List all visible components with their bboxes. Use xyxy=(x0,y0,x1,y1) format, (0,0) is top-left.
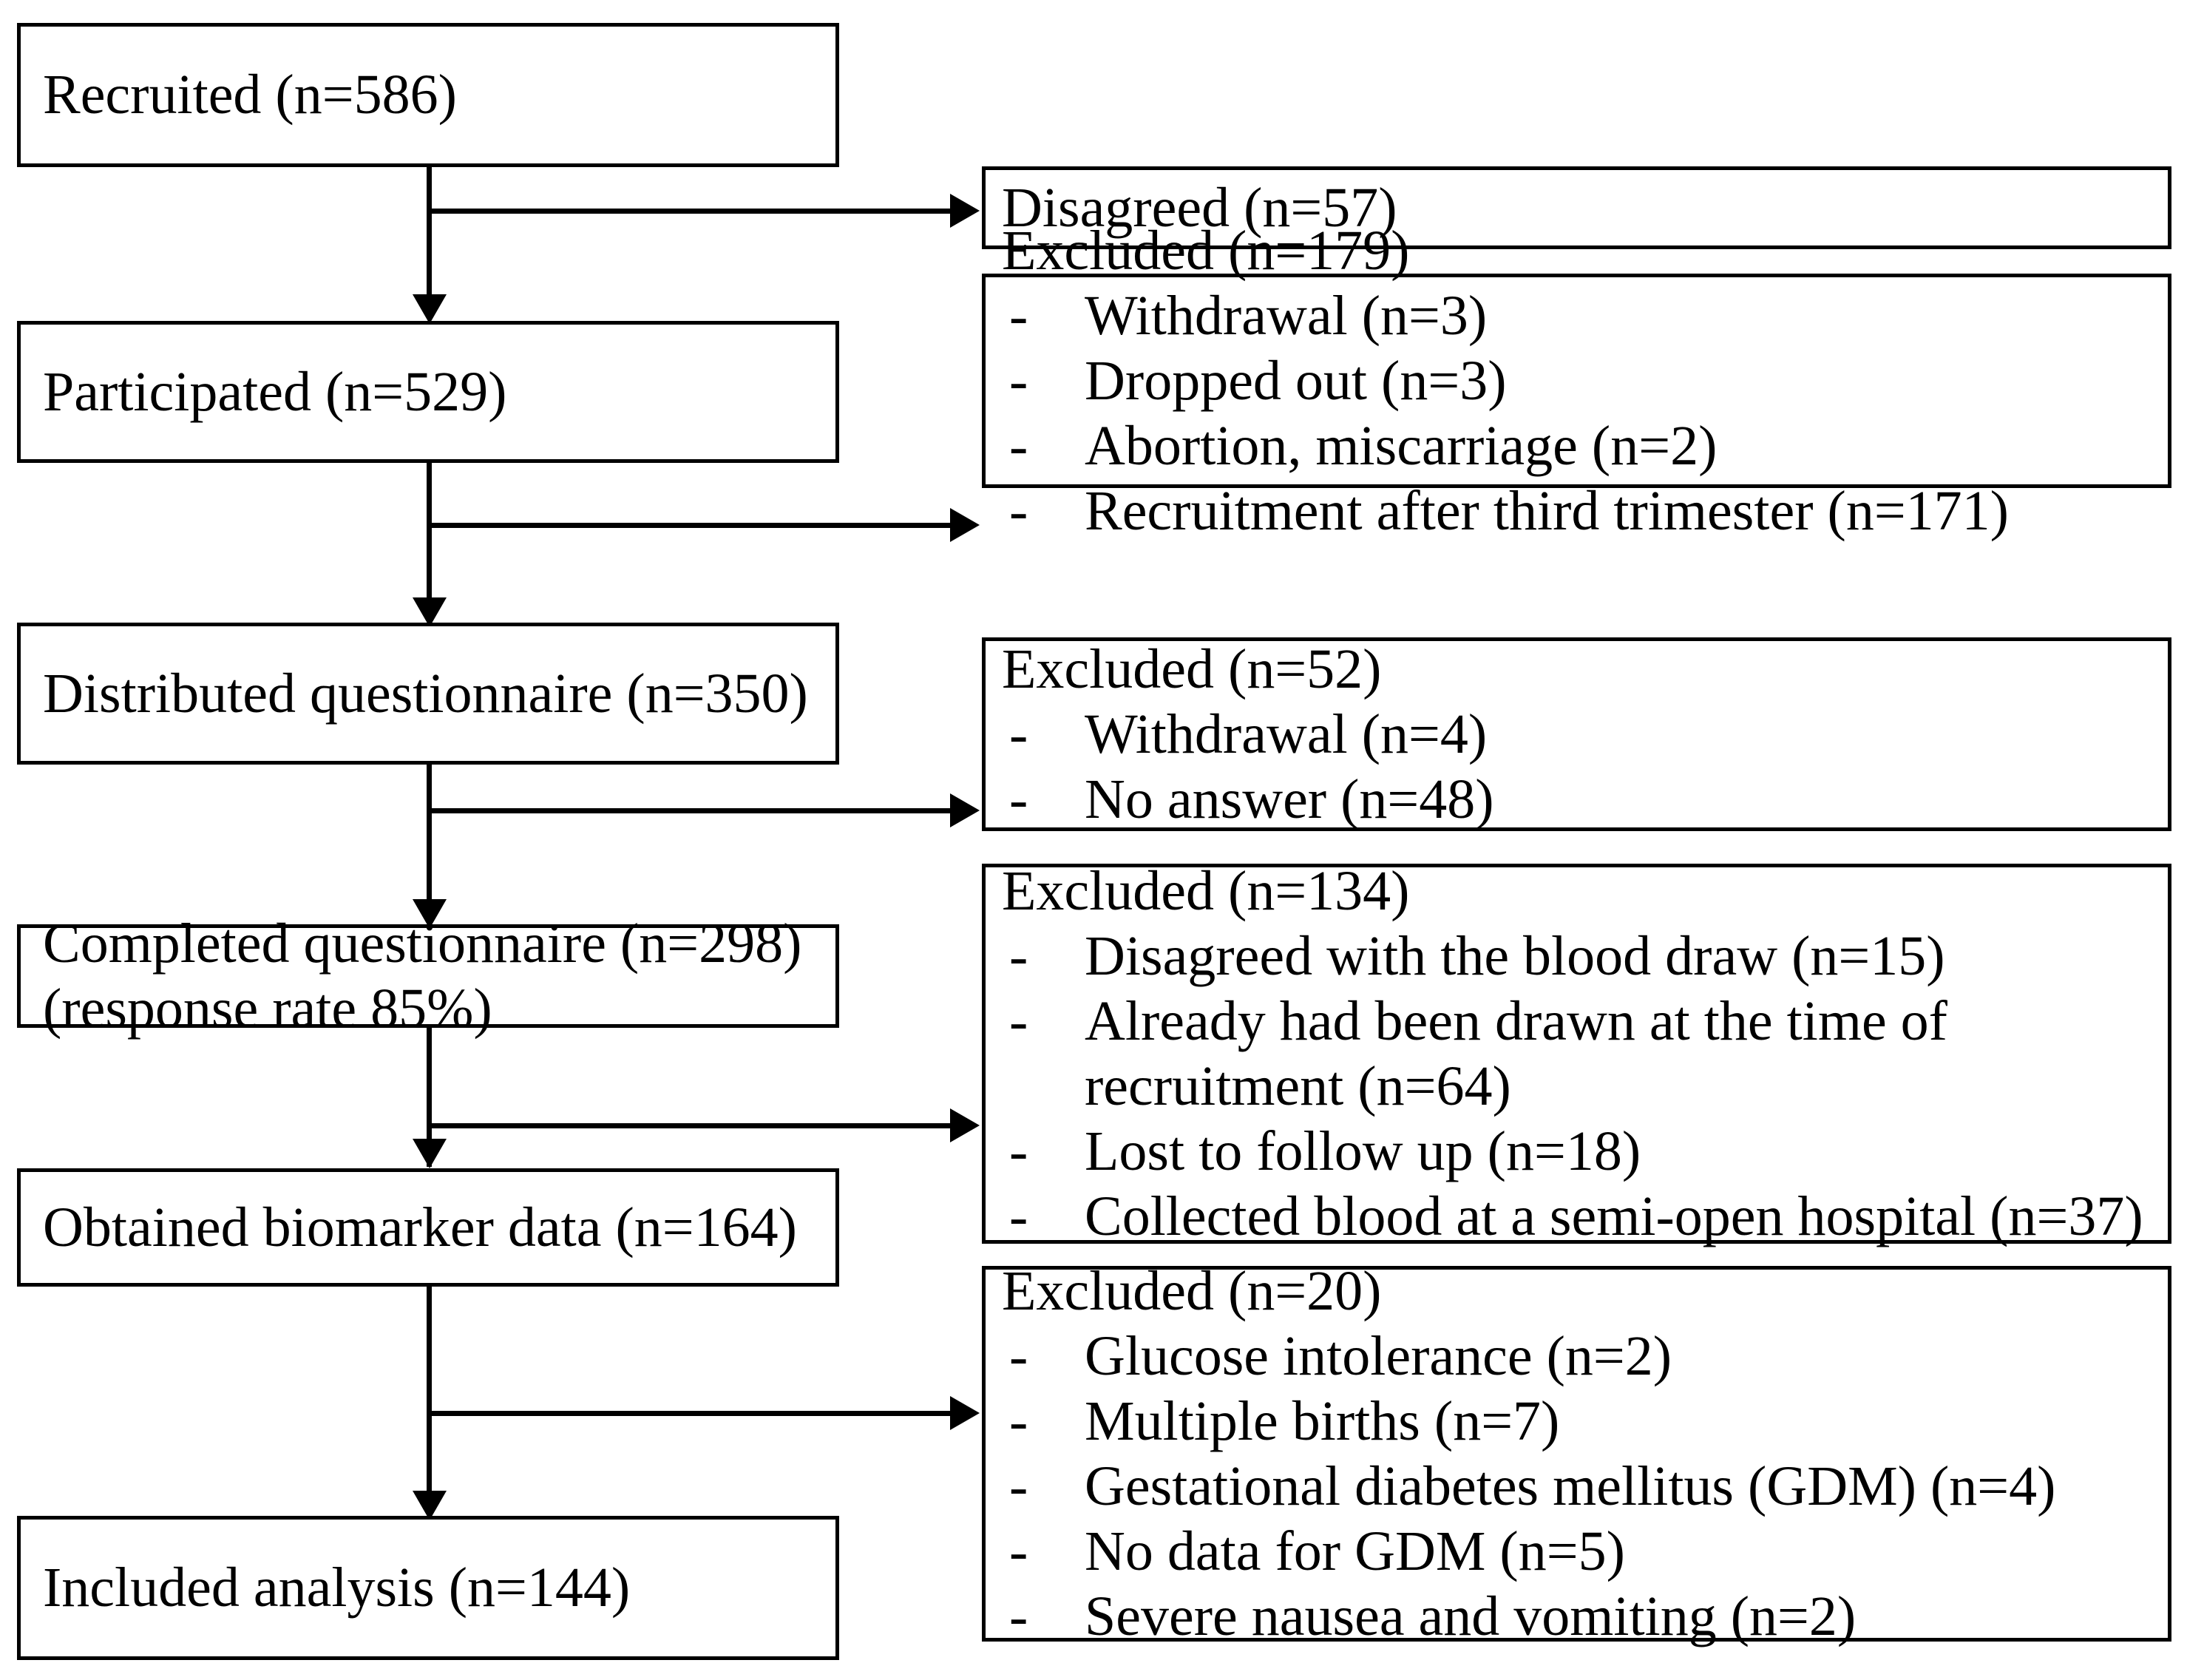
exclusion-node-excluded-179-list: -Withdrawal (n=3) -Dropped out (n=3) -Ab… xyxy=(986,283,2168,544)
connector-biomarker-to-included xyxy=(427,1285,432,1514)
exclusion-item-label: Lost to follow up (n=18) xyxy=(1085,1120,1641,1183)
flow-node-obtained-biomarker-data[interactable]: Obtained biomarker data (n=164) xyxy=(17,1168,839,1287)
exclusion-node-disagreed[interactable]: Disagreed (n=57) xyxy=(982,166,2171,249)
bullet-dash-icon: - xyxy=(1009,1585,1028,1648)
exclusion-item-label: Collected blood at a semi-open hospital … xyxy=(1085,1185,2143,1248)
exclusion-item: -Disagreed with the blood draw (n=15) xyxy=(1002,924,2157,989)
exclusion-item: -Already had been drawn at the time of r… xyxy=(1002,989,2157,1119)
exclusion-node-excluded-134-list: -Disagreed with the blood draw (n=15) -A… xyxy=(986,924,2168,1250)
bullet-dash-icon: - xyxy=(1009,1324,1028,1387)
flow-node-participated-label: Participated (n=529) xyxy=(43,360,507,423)
flow-node-recruited[interactable]: Recruited (n=586) xyxy=(17,23,839,167)
exclusion-node-excluded-134[interactable]: Excluded (n=134) -Disagreed with the blo… xyxy=(982,860,2171,1247)
bullet-dash-icon: - xyxy=(1009,284,1028,347)
exclusion-node-excluded-179[interactable]: Excluded (n=179) -Withdrawal (n=3) -Drop… xyxy=(982,220,2171,542)
arrowhead-excluded52 xyxy=(950,793,980,827)
exclusion-item: -Glucose intolerance (n=2) xyxy=(1002,1324,2157,1389)
bullet-dash-icon: - xyxy=(1009,1520,1028,1583)
exclusion-node-excluded-52[interactable]: Excluded (n=52) -Withdrawal (n=4) -No an… xyxy=(982,637,2171,831)
connector-biomarker-to-excluded20 xyxy=(427,1411,952,1416)
arrowhead-included xyxy=(413,1491,447,1520)
exclusion-item-label: Glucose intolerance (n=2) xyxy=(1085,1324,1672,1387)
exclusion-item: -Withdrawal (n=3) xyxy=(1002,283,2157,348)
connector-participated-to-distributed xyxy=(427,462,432,621)
bullet-dash-icon: - xyxy=(1009,1389,1028,1452)
arrowhead-participated xyxy=(413,294,447,324)
exclusion-item: -Dropped out (n=3) xyxy=(1002,348,2157,413)
exclusion-node-excluded-20-list: -Glucose intolerance (n=2) -Multiple bir… xyxy=(986,1324,2168,1650)
exclusion-item: -Abortion, miscarriage (n=2) xyxy=(1002,413,2157,478)
exclusion-item-label: Already had been drawn at the time of re… xyxy=(1085,989,1947,1117)
bullet-dash-icon: - xyxy=(1009,480,1028,543)
arrowhead-distributed xyxy=(413,597,447,627)
exclusion-item: -Collected blood at a semi-open hospital… xyxy=(1002,1184,2157,1249)
connector-distributed-to-excluded52 xyxy=(427,808,952,813)
exclusion-item-label: Dropped out (n=3) xyxy=(1085,349,1507,412)
arrowhead-excluded20 xyxy=(950,1396,980,1430)
connector-recruited-to-disagreed xyxy=(427,209,952,214)
flow-node-recruited-label: Recruited (n=586) xyxy=(43,64,457,126)
exclusion-item-label: Abortion, miscarriage (n=2) xyxy=(1085,415,1718,478)
exclusion-item: -No answer (n=48) xyxy=(1002,767,2157,832)
arrowhead-biomarker xyxy=(413,1139,447,1168)
arrowhead-excluded179 xyxy=(950,508,980,542)
bullet-dash-icon: - xyxy=(1009,989,1028,1052)
flow-node-completed-questionnaire-label: Completed questionnaire (n=298) (respons… xyxy=(43,912,802,1040)
exclusion-node-excluded-20-title: Excluded (n=20) xyxy=(1002,1259,1382,1322)
exclusion-item-label: No data for GDM (n=5) xyxy=(1085,1520,1625,1583)
arrowhead-disagreed xyxy=(950,194,980,228)
exclusion-item-label: Recruitment after third trimester (n=171… xyxy=(1085,480,2009,543)
exclusion-node-excluded-52-list: -Withdrawal (n=4) -No answer (n=48) xyxy=(986,702,2168,832)
exclusion-item-label: Multiple births (n=7) xyxy=(1085,1389,1560,1452)
flow-node-included-analysis[interactable]: Included analysis (n=144) xyxy=(17,1516,839,1660)
arrowhead-excluded134 xyxy=(950,1108,980,1142)
exclusion-item-label: Gestational diabetes mellitus (GDM) (n=4… xyxy=(1085,1455,2056,1517)
bullet-dash-icon: - xyxy=(1009,349,1028,412)
exclusion-node-excluded-20[interactable]: Excluded (n=20) -Glucose intolerance (n=… xyxy=(982,1260,2171,1647)
exclusion-item: -No data for GDM (n=5) xyxy=(1002,1519,2157,1584)
arrowhead-completed xyxy=(413,899,447,929)
connector-recruited-to-participated xyxy=(427,166,432,318)
exclusion-item: -Gestational diabetes mellitus (GDM) (n=… xyxy=(1002,1454,2157,1519)
flow-node-distributed-questionnaire[interactable]: Distributed questionnaire (n=350) xyxy=(17,623,839,765)
exclusion-node-excluded-179-title: Excluded (n=179) xyxy=(1002,219,1410,282)
bullet-dash-icon: - xyxy=(1009,924,1028,987)
flow-node-distributed-questionnaire-label: Distributed questionnaire (n=350) xyxy=(43,662,808,725)
exclusion-item-label: Disagreed with the blood draw (n=15) xyxy=(1085,924,1945,987)
connector-distributed-to-completed xyxy=(427,764,432,923)
flow-node-participated[interactable]: Participated (n=529) xyxy=(17,321,839,463)
exclusion-node-excluded-52-title: Excluded (n=52) xyxy=(1002,637,1382,700)
flow-node-included-analysis-label: Included analysis (n=144) xyxy=(43,1557,631,1619)
exclusion-item: -Lost to follow up (n=18) xyxy=(1002,1119,2157,1184)
connector-completed-to-excluded134 xyxy=(427,1123,952,1128)
exclusion-item-label: Withdrawal (n=3) xyxy=(1085,284,1488,347)
connector-participated-to-excluded179 xyxy=(427,523,952,528)
flow-node-obtained-biomarker-data-label: Obtained biomarker data (n=164) xyxy=(43,1196,797,1259)
bullet-dash-icon: - xyxy=(1009,1185,1028,1248)
exclusion-node-disagreed-title: Disagreed (n=57) xyxy=(1002,176,1397,239)
exclusion-item-label: Severe nausea and vomiting (n=2) xyxy=(1085,1585,1857,1648)
bullet-dash-icon: - xyxy=(1009,1455,1028,1517)
exclusion-item: -Multiple births (n=7) xyxy=(1002,1389,2157,1454)
exclusion-item: -Severe nausea and vomiting (n=2) xyxy=(1002,1584,2157,1649)
connector-completed-to-biomarker xyxy=(427,1026,432,1167)
exclusion-node-excluded-134-title: Excluded (n=134) xyxy=(1002,859,1410,922)
exclusion-item: -Recruitment after third trimester (n=17… xyxy=(1002,478,2157,543)
bullet-dash-icon: - xyxy=(1009,702,1028,765)
exclusion-item-label: No answer (n=48) xyxy=(1085,768,1494,831)
bullet-dash-icon: - xyxy=(1009,1120,1028,1183)
flow-node-completed-questionnaire[interactable]: Completed questionnaire (n=298) (respons… xyxy=(17,912,839,1040)
bullet-dash-icon: - xyxy=(1009,768,1028,831)
exclusion-item-label: Withdrawal (n=4) xyxy=(1085,702,1488,765)
bullet-dash-icon: - xyxy=(1009,415,1028,478)
exclusion-item: -Withdrawal (n=4) xyxy=(1002,702,2157,767)
